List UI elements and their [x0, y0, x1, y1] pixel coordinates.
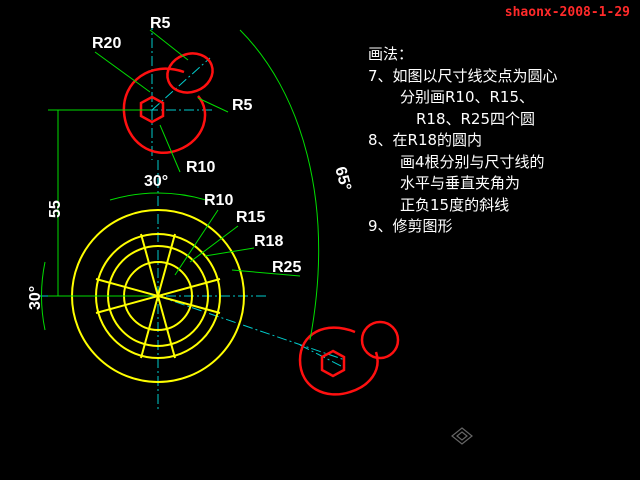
ucs-icon [451, 427, 473, 445]
leader-r10 [174, 209, 219, 276]
leader-r15 [189, 225, 239, 263]
note-line: 7、如图以尺寸线交点为圆心 [368, 66, 558, 85]
note-line: 画4根分别与尺寸线的 [400, 152, 545, 171]
dim-text-r5-b: R5 [232, 97, 253, 114]
note-line: 分别画R10、R15、 [400, 88, 535, 106]
dim-text-r10: R10 [204, 192, 233, 209]
dim-text-r5-a: R5 [150, 15, 171, 32]
note-line: 8、在R18的圆内 [368, 131, 483, 149]
dim-arc-30-left [41, 261, 46, 331]
dim-text-r18: R18 [254, 233, 283, 250]
top-diagonal-centerline [151, 57, 211, 111]
leader-r10-top [159, 124, 181, 173]
upper-red-part [122, 47, 218, 155]
leader-r25 [231, 269, 301, 277]
leader-r5-a [149, 29, 189, 61]
leader-r18 [204, 247, 255, 257]
lower-lug-circle[interactable] [360, 320, 400, 360]
instructions-panel: 画法： 7、如图以尺寸线交点为圆心 分别画R10、R15、 R18、R25四个圆… [368, 44, 558, 238]
upper-outline-arc[interactable] [122, 67, 207, 155]
dim-text-r25: R25 [272, 259, 301, 276]
note-line: 9、修剪图形 [368, 217, 453, 235]
upper-hexagon[interactable] [139, 95, 165, 124]
lower-outline-arc[interactable] [298, 326, 379, 396]
lower-red-part [298, 320, 400, 396]
dim-text-r20: R20 [92, 35, 121, 52]
dimension-texts: R20 R5 R5 R10 55 65° 30° 30° R10 R15 R18… [27, 15, 354, 310]
dimension-lines [41, 29, 320, 341]
note-line: 正负15度的斜线 [400, 195, 510, 214]
dim-arc-30-top [109, 192, 207, 201]
diagonal-centerline [157, 295, 346, 361]
lower-hexagon[interactable] [320, 349, 346, 378]
center-lines [40, 20, 346, 410]
note-line: 水平与垂直夹角为 [400, 174, 521, 192]
dim-text-55: 55 [47, 200, 64, 218]
leader-r20 [94, 51, 151, 93]
dim-text-r10-top: R10 [186, 159, 215, 176]
dim-text-65: 65° [331, 165, 354, 193]
note-line: R18、R25四个圆 [416, 109, 536, 128]
author-stamp: shaonx-2008-1-29 [504, 5, 630, 20]
dim-text-30-left: 30° [27, 286, 44, 310]
dim-text-r15: R15 [236, 209, 265, 226]
dim-text-30-top: 30° [144, 173, 168, 190]
leader-r5-b [197, 97, 229, 113]
upper-lug-circle[interactable] [162, 47, 218, 98]
oblique-line-4[interactable] [140, 233, 176, 359]
dim-arc-65 [239, 29, 320, 341]
note-line: 画法： [368, 45, 414, 63]
